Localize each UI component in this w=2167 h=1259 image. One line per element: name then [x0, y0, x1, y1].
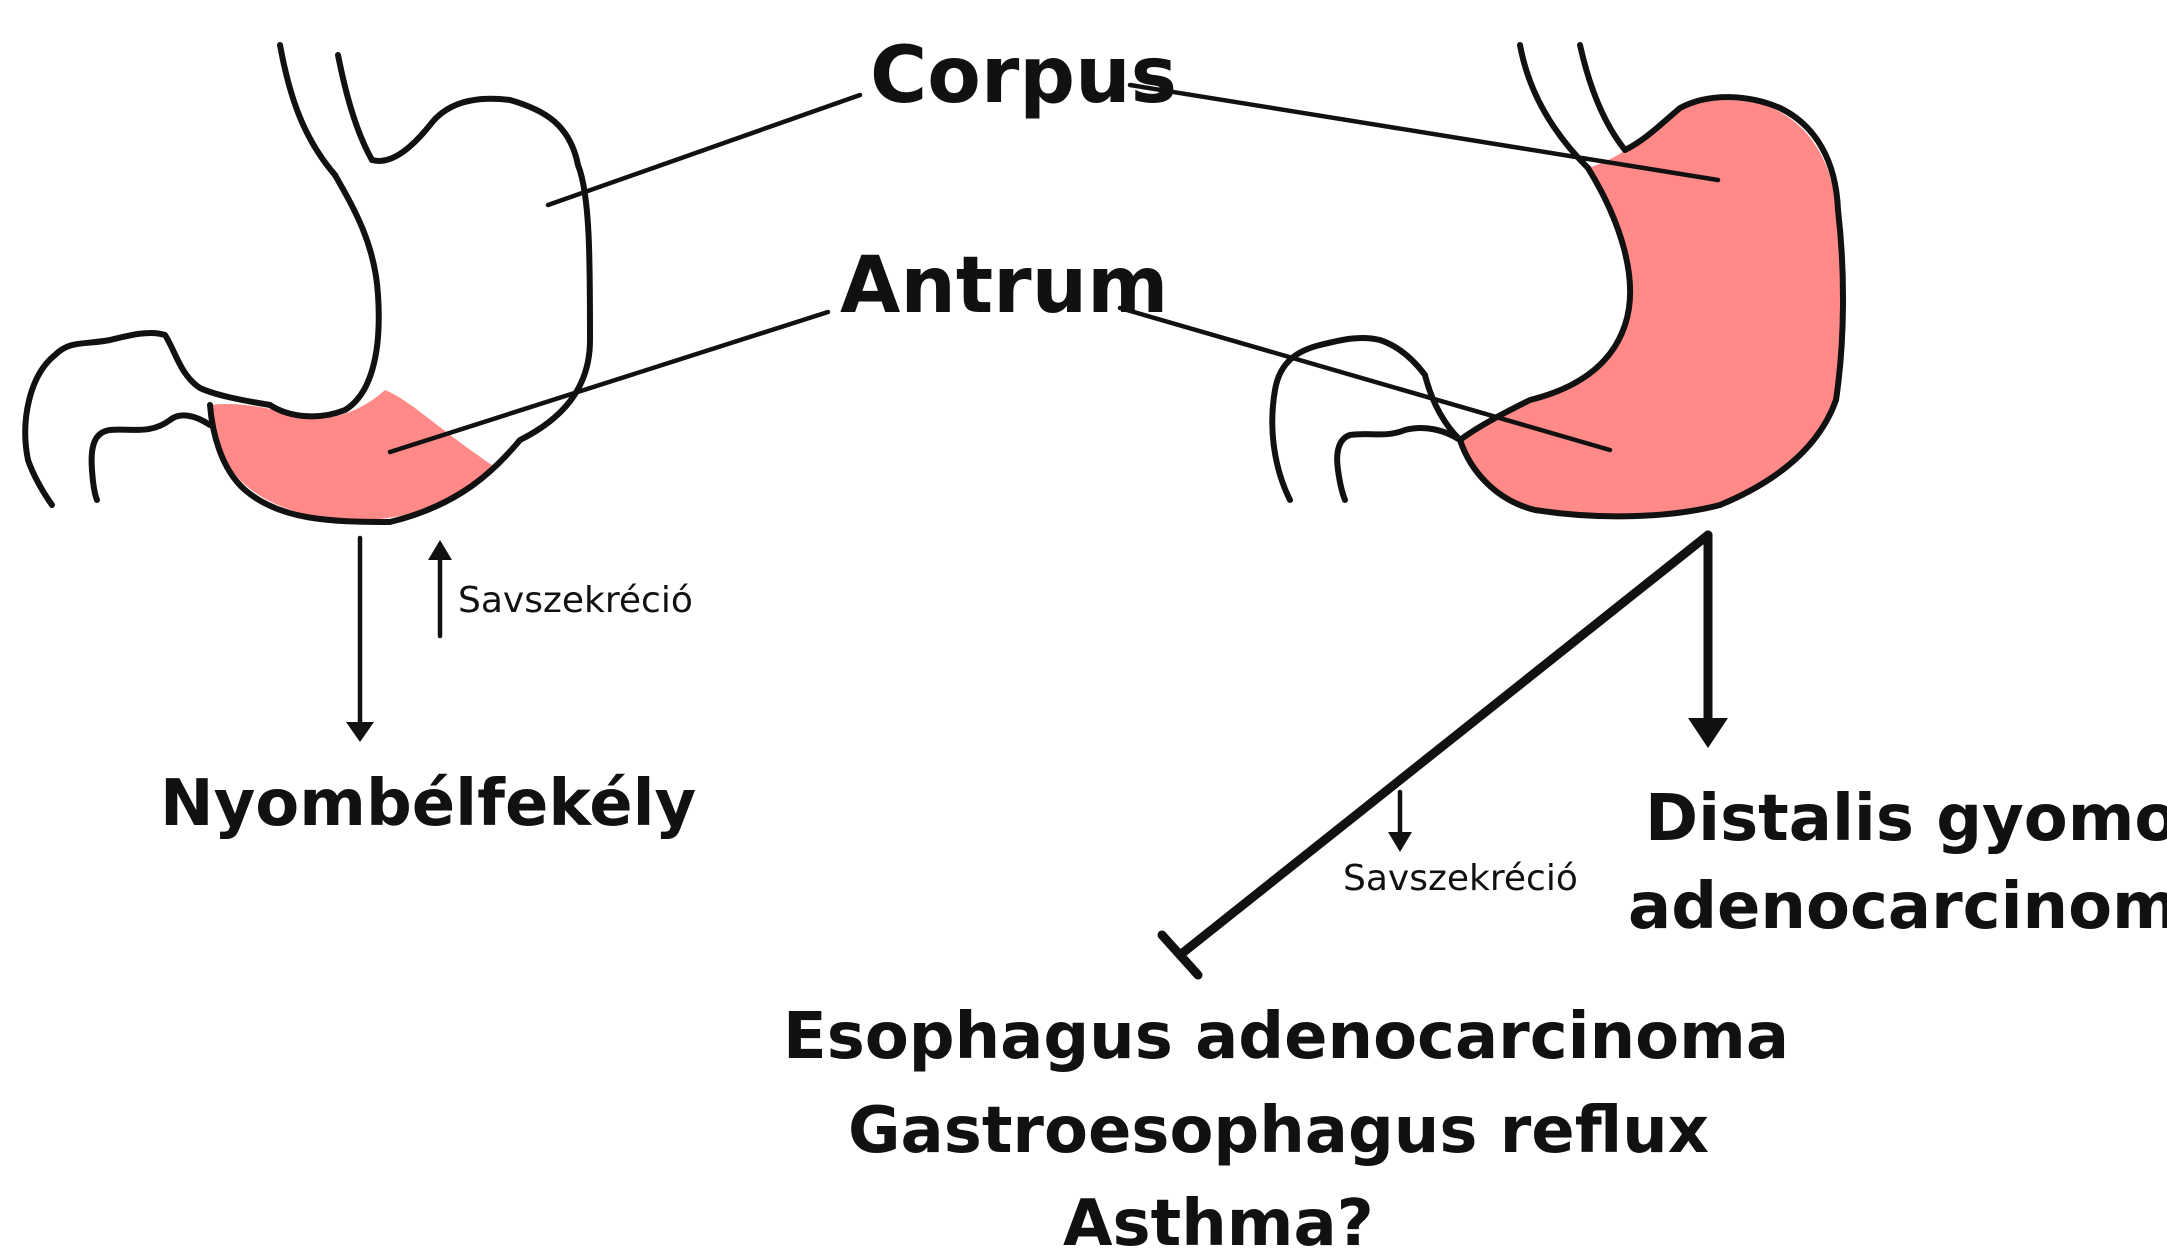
inhibition-line — [1157, 530, 1713, 980]
label-inhibited-line3: Asthma? — [1063, 1187, 1374, 1259]
label-antrum: Antrum — [840, 241, 1168, 331]
antrum-leader-left — [387, 309, 831, 455]
label-duodenal-ulcer: Nyombélfekély — [160, 767, 696, 841]
left-arrow-head — [346, 722, 374, 742]
acid-decrease-arrow — [1388, 789, 1412, 852]
right-arrow-head — [1688, 718, 1728, 748]
left-duodenum-outer — [22, 329, 273, 508]
right-lesser-curvature — [1457, 165, 1634, 443]
acid-decrease-arrow-head — [1388, 832, 1412, 852]
left-stomach-body-outline — [207, 95, 593, 525]
label-acid-decrease: Savszekréció — [1343, 858, 1578, 899]
left-duodenum-inner — [88, 412, 213, 503]
right-corpus-infected-region — [1460, 100, 1843, 517]
right-duodenum-inner — [1334, 425, 1463, 503]
left-antrum-infected-region — [210, 390, 492, 521]
left-stomach — [22, 42, 593, 525]
label-inhibited-line2: Gastroesophagus reflux — [848, 1094, 1709, 1168]
corpus-leader-right — [1127, 82, 1721, 183]
left-lesser-curvature — [267, 172, 382, 420]
right-arrow-to-distal-cancer — [1688, 530, 1728, 748]
right-duodenum-outer — [1269, 334, 1463, 503]
left-esophagus-inner — [335, 52, 375, 163]
right-stomach-body-outline — [1457, 94, 1846, 520]
left-esophagus-outer — [277, 42, 338, 178]
label-distal-cancer-line1: Distalis gyomor — [1645, 782, 2167, 856]
left-arrow-to-ulcer — [346, 535, 374, 742]
label-corpus: Corpus — [870, 31, 1177, 121]
label-acid-increase: Savszekréció — [458, 580, 693, 621]
inhibition-bar — [1157, 930, 1203, 980]
label-inhibited-line1: Esophagus adenocarcinoma — [783, 1000, 1789, 1074]
acid-increase-arrow-head — [428, 540, 452, 560]
label-distal-cancer-line2: adenocarcinoma — [1628, 870, 2167, 944]
antrum-leader-right — [1117, 305, 1613, 453]
right-stomach — [1269, 42, 1846, 520]
acid-increase-arrow — [428, 540, 452, 639]
right-esophagus-inner — [1577, 42, 1628, 153]
corpus-leader-left — [545, 92, 863, 208]
